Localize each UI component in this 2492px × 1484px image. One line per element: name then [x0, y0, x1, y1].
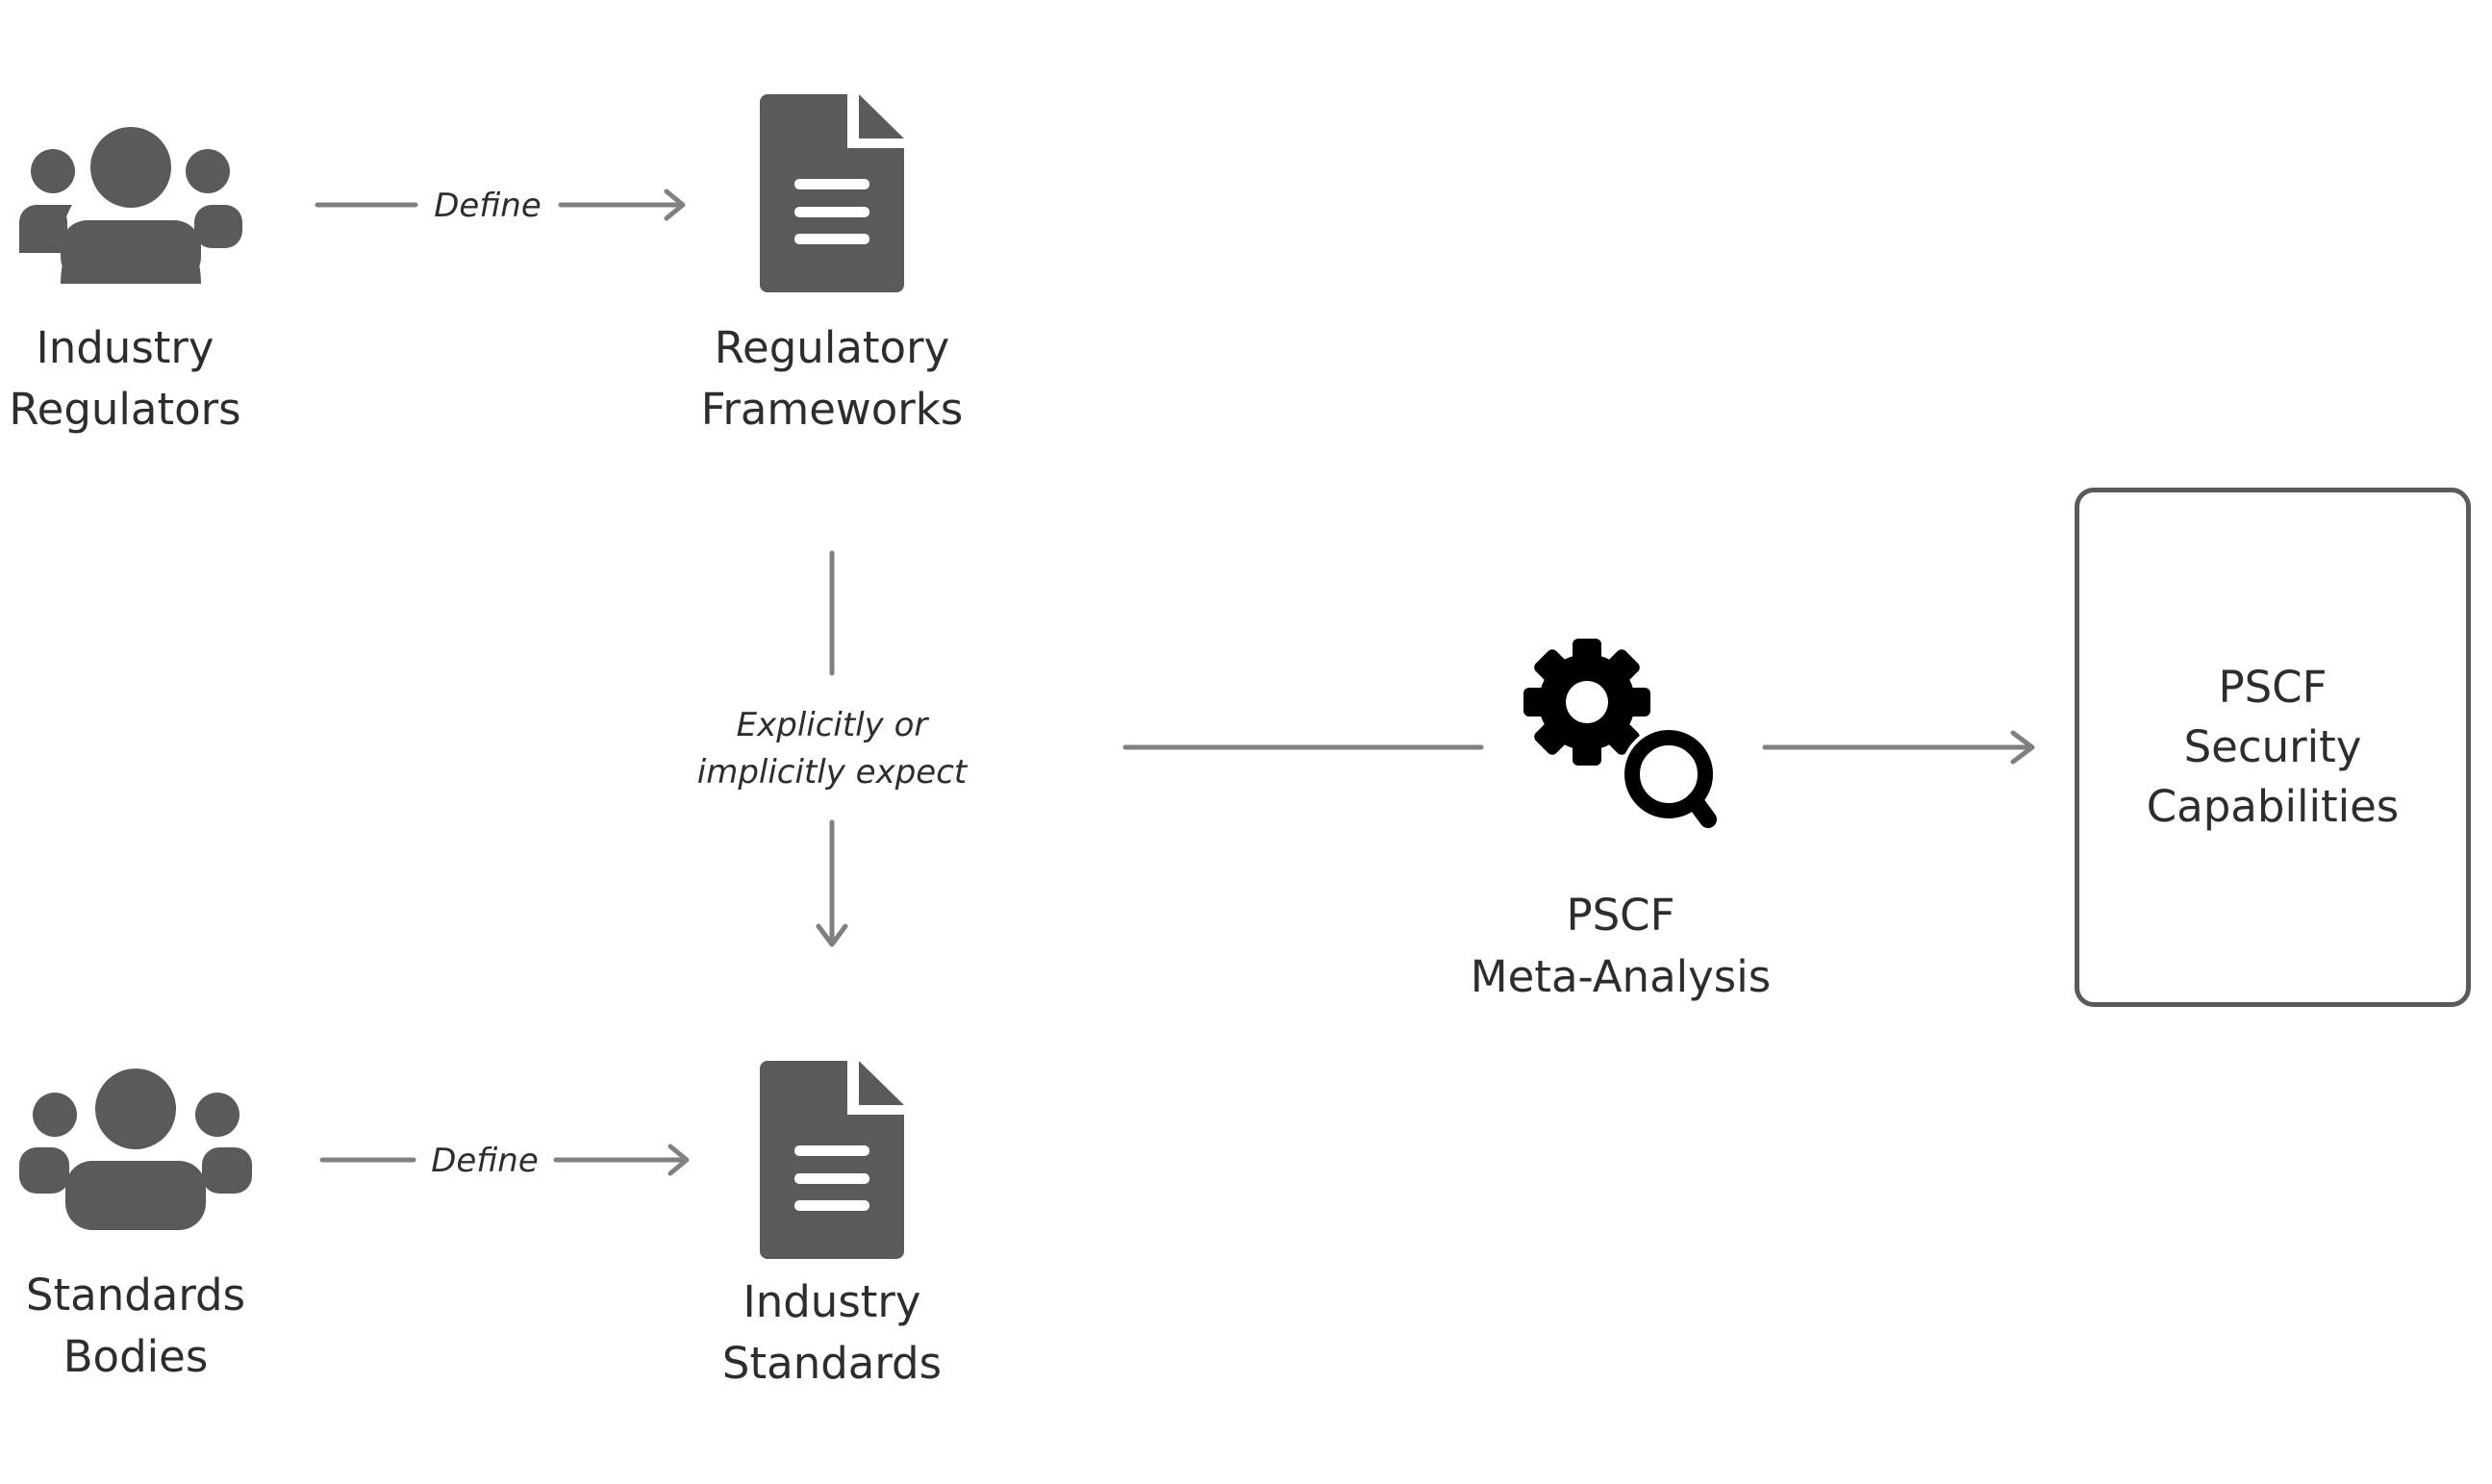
people-group-icon	[19, 1069, 252, 1230]
arrow-define-top	[315, 189, 686, 221]
node-label-meta-analysis: PSCF Meta-Analysis	[1470, 890, 1772, 1002]
security-capabilities-box: PSCF Security Capabilities	[2075, 488, 2471, 1007]
arrow-to-capabilities	[1762, 730, 2035, 765]
gear-search-icon	[1523, 639, 1717, 828]
people-group-icon	[19, 127, 242, 284]
node-label-regulatory-frameworks: Regulatory Frameworks	[700, 322, 964, 435]
node-label-security-capabilities: PSCF Security Capabilities	[2146, 662, 2400, 832]
node-label-standards-bodies: Standards Bodies	[25, 1270, 246, 1382]
node-label-industry-standards: Industry Standards	[721, 1276, 943, 1389]
arrow-expect	[816, 550, 848, 947]
document-icon	[760, 1061, 904, 1259]
edge-label-expect: Explicitly or implicitly expect	[696, 706, 968, 792]
document-icon	[760, 94, 904, 292]
edge-label-define-top: Define	[434, 187, 541, 225]
arrow-define-bottom	[319, 1144, 690, 1176]
edge-label-define-bottom: Define	[431, 1142, 539, 1180]
node-label-industry-regulators: Industry Regulators	[9, 322, 241, 435]
